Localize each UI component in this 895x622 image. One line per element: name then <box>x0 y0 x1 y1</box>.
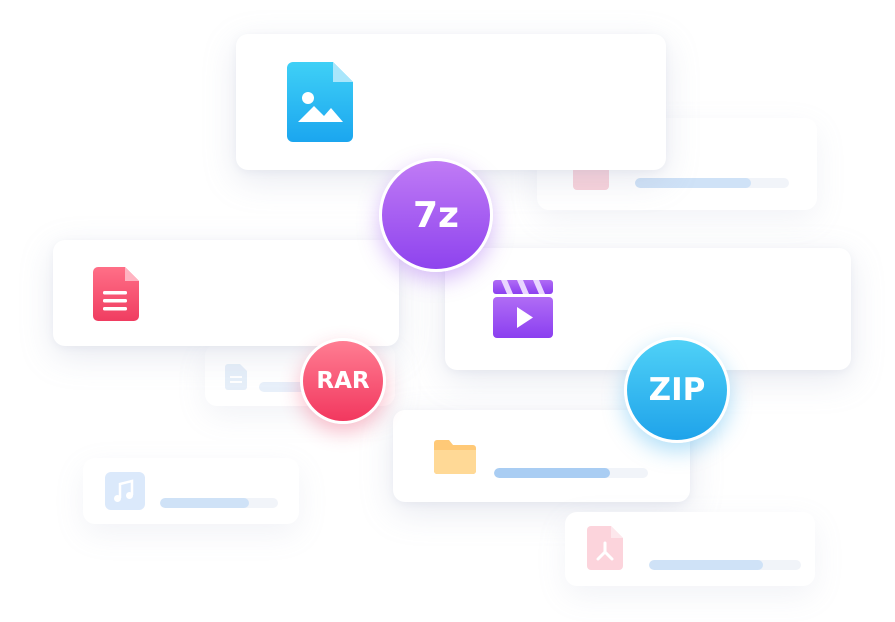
video-file-icon <box>493 280 553 338</box>
progress-track <box>635 178 789 188</box>
7z-badge: 7z <box>379 158 493 272</box>
progress-track <box>160 498 278 508</box>
rar-badge: RAR <box>300 338 386 424</box>
progress-track <box>649 560 801 570</box>
image-file-icon <box>287 62 353 142</box>
document-file-icon <box>93 267 139 321</box>
document-file-card[interactable] <box>53 240 399 346</box>
music-file-card[interactable] <box>83 458 299 524</box>
progress-fill <box>160 498 249 508</box>
image-file-card[interactable] <box>236 34 666 170</box>
pdf-file-icon <box>587 526 623 570</box>
folder-icon <box>434 440 476 474</box>
progress-fill <box>259 382 314 392</box>
progress-track <box>494 468 648 478</box>
progress-fill <box>635 178 751 188</box>
zip-badge: ZIP <box>624 337 730 443</box>
zip-badge-label: ZIP <box>648 372 706 408</box>
progress-fill <box>649 560 763 570</box>
7z-badge-label: 7z <box>412 194 459 236</box>
music-file-icon <box>105 472 145 510</box>
progress-fill <box>494 468 610 478</box>
pdf-file-card[interactable] <box>565 512 815 586</box>
rar-badge-label: RAR <box>316 368 370 394</box>
document-file-icon <box>225 364 247 390</box>
